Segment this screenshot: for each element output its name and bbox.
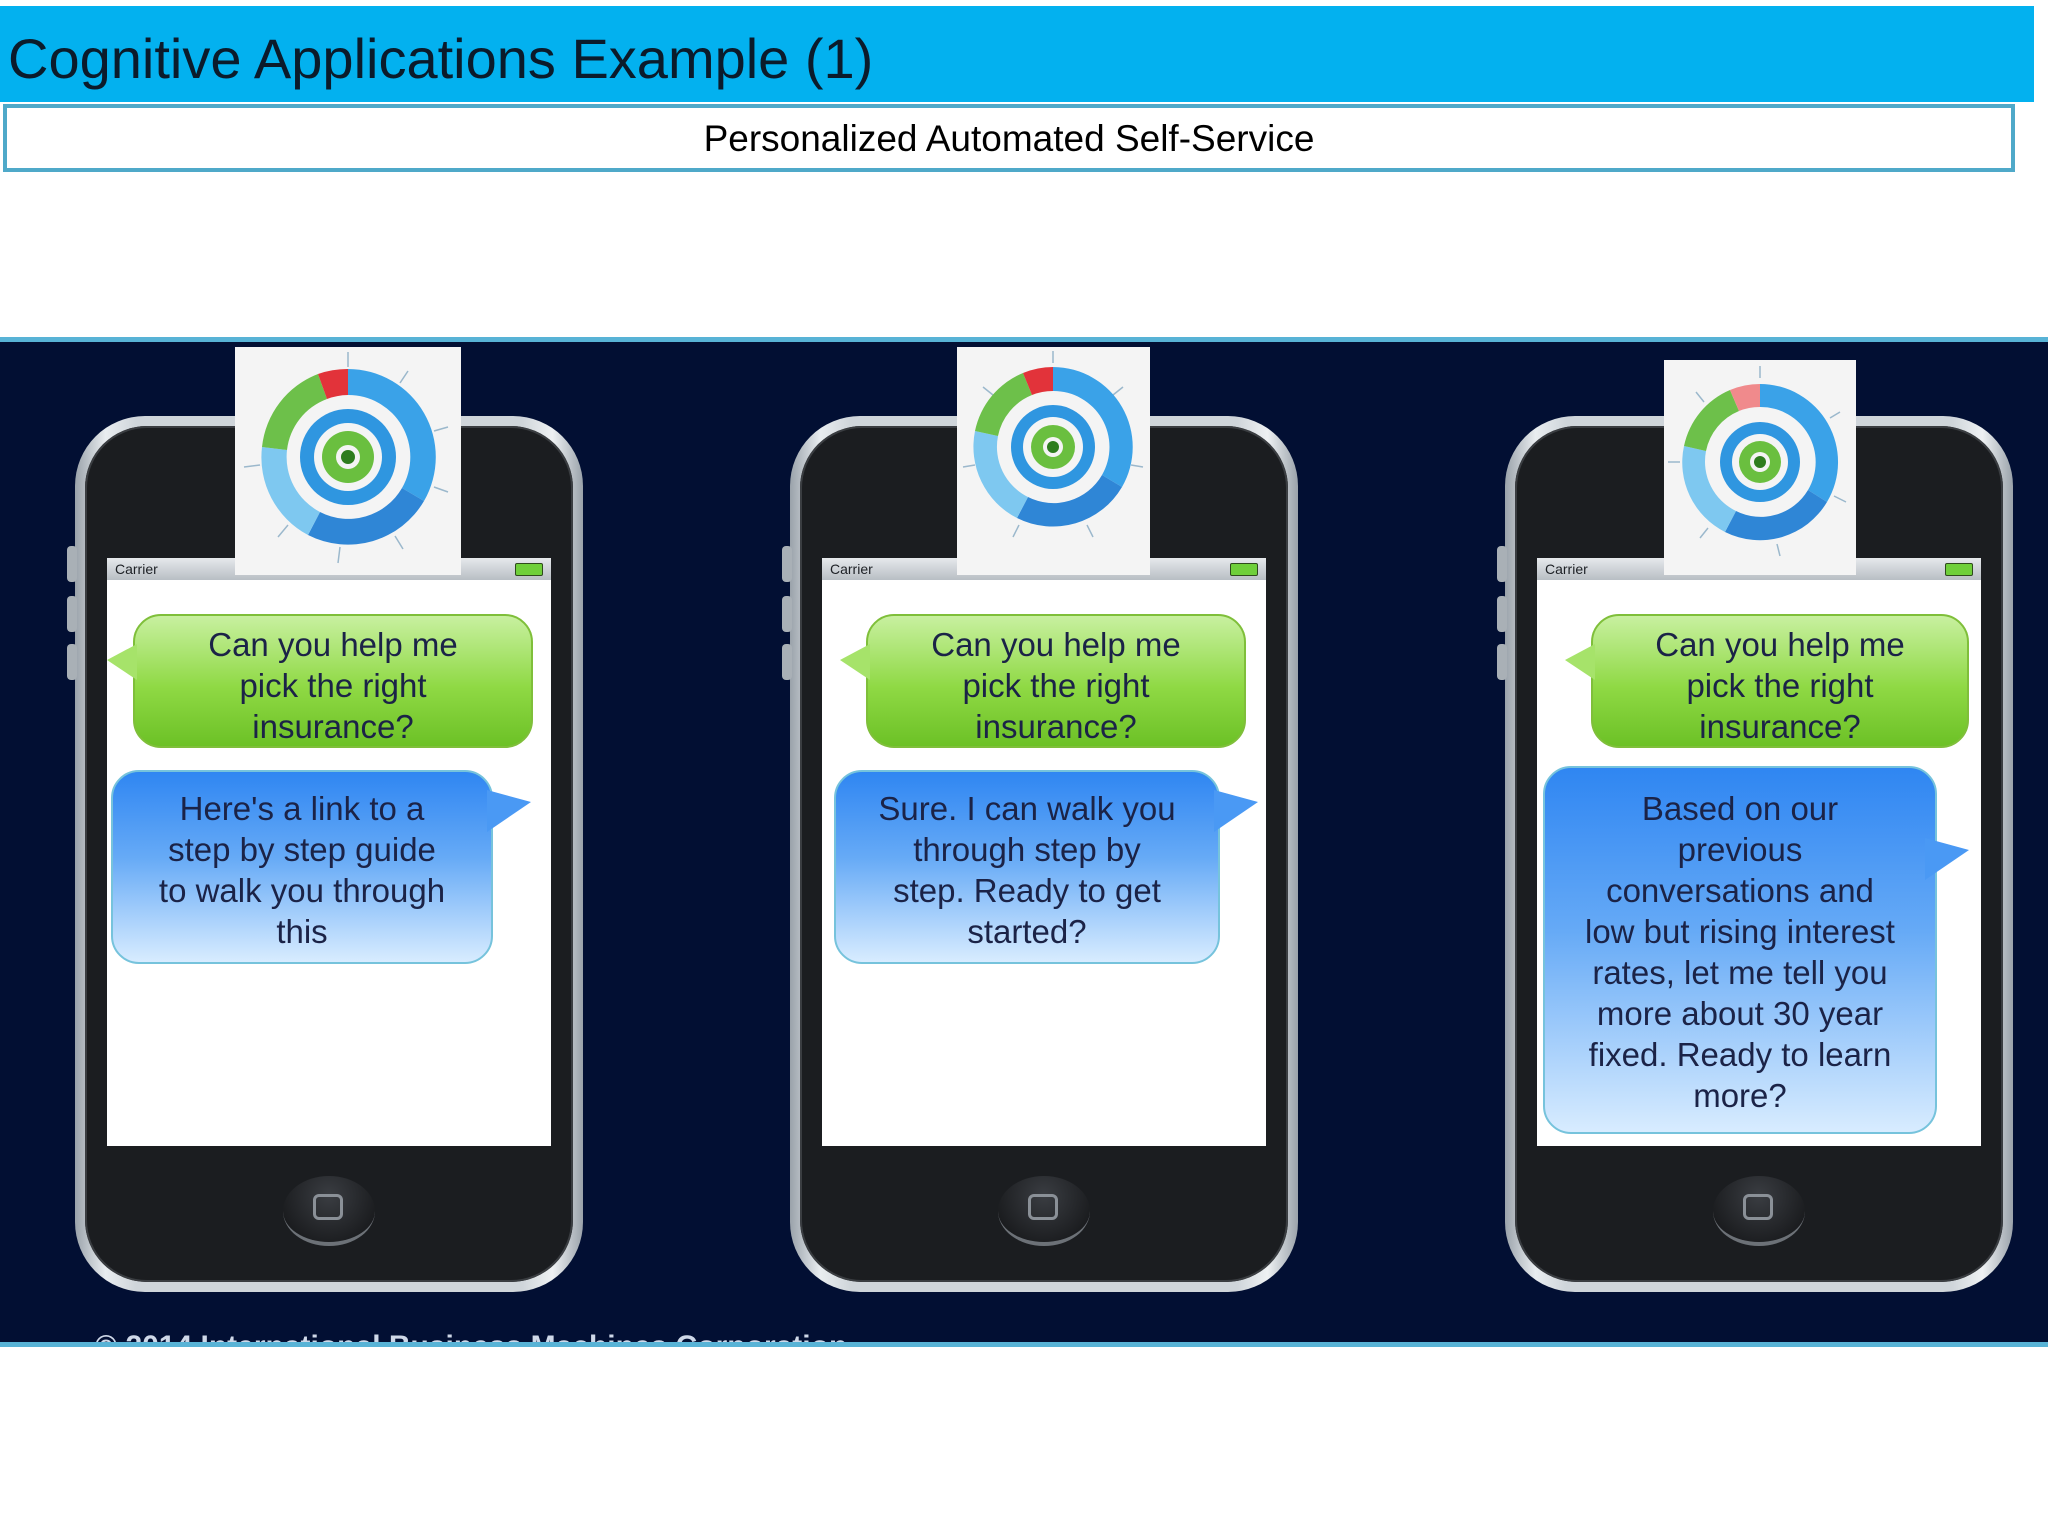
question-line: pick the right bbox=[1686, 667, 1874, 704]
home-square-icon bbox=[1743, 1194, 1773, 1220]
bubble-tail bbox=[1565, 644, 1595, 680]
phone-screen: Carrier Can you help me pick the right i… bbox=[107, 558, 551, 1146]
volume-button bbox=[67, 644, 77, 680]
volume-button bbox=[1497, 596, 1507, 632]
radial-visualization-graphic bbox=[1664, 360, 1856, 575]
phone-screen: Carrier Can you help me pick the right i… bbox=[1537, 558, 1981, 1146]
answer-line: started? bbox=[967, 913, 1087, 950]
volume-button bbox=[782, 644, 792, 680]
home-button[interactable] bbox=[1713, 1176, 1805, 1246]
slide-title: Cognitive Applications Example (1) bbox=[8, 27, 874, 90]
answer-bubble: Based on our previous conversations and … bbox=[1543, 766, 1969, 1134]
question-line: pick the right bbox=[962, 667, 1150, 704]
answer-line: Here's a link to a bbox=[179, 790, 425, 827]
radial-visualization-graphic bbox=[957, 347, 1150, 575]
volume-button bbox=[67, 596, 77, 632]
answer-line: low but rising interest bbox=[1585, 913, 1895, 950]
question-line: insurance? bbox=[252, 708, 414, 745]
question-line: insurance? bbox=[975, 708, 1137, 745]
bubble-tail bbox=[1214, 790, 1258, 832]
question-line: Can you help me bbox=[1655, 626, 1905, 663]
slide-title-bar: Cognitive Applications Example (1) bbox=[0, 6, 2034, 102]
answer-line: previous bbox=[1677, 831, 1803, 868]
subtitle-box: Personalized Automated Self-Service bbox=[3, 104, 2015, 172]
answer-line: more about 30 year bbox=[1596, 995, 1884, 1032]
phone-3: Carrier Can you help me pick the right i… bbox=[1497, 416, 2013, 1292]
bubble-tail bbox=[487, 790, 531, 832]
answer-line: through step by bbox=[913, 831, 1141, 868]
question-bubble: Can you help me pick the right insurance… bbox=[840, 614, 1246, 748]
bubble-tail bbox=[1925, 838, 1969, 880]
radial-visualization-graphic bbox=[235, 347, 461, 575]
question-line: pick the right bbox=[239, 667, 427, 704]
battery-icon bbox=[1945, 563, 1973, 576]
question-line: insurance? bbox=[1699, 708, 1861, 745]
answer-line: step by step guide bbox=[168, 831, 436, 868]
carrier-label: Carrier bbox=[1545, 561, 1588, 577]
carrier-label: Carrier bbox=[830, 561, 873, 577]
volume-button bbox=[782, 546, 792, 582]
volume-button bbox=[1497, 546, 1507, 582]
answer-line: to walk you through bbox=[158, 872, 446, 909]
slide-subtitle: Personalized Automated Self-Service bbox=[703, 118, 1315, 159]
question-line: Can you help me bbox=[208, 626, 458, 663]
answer-line: this bbox=[276, 913, 328, 950]
answer-line: Sure. I can walk you bbox=[878, 790, 1176, 827]
answer-line: more? bbox=[1693, 1077, 1787, 1114]
answer-bubble: Here's a link to a step by step guide to… bbox=[111, 770, 531, 964]
battery-icon bbox=[1230, 563, 1258, 576]
volume-button bbox=[1497, 644, 1507, 680]
answer-line: fixed. Ready to learn bbox=[1588, 1036, 1892, 1073]
radial-visualization-graphic bbox=[1668, 366, 1847, 557]
volume-button bbox=[67, 546, 77, 582]
bubble-tail bbox=[107, 644, 137, 680]
home-square-icon bbox=[313, 1194, 343, 1220]
volume-button bbox=[782, 596, 792, 632]
question-bubble: Can you help me pick the right insurance… bbox=[1565, 614, 1969, 748]
question-line: Can you help me bbox=[931, 626, 1181, 663]
phone-screen: Carrier 11:02 AM Can you help me pick th… bbox=[822, 558, 1266, 1146]
radial-visualization-graphic bbox=[962, 351, 1144, 538]
copyright-text: © 2014 International Business Machines C… bbox=[95, 1330, 848, 1347]
answer-bubble: Sure. I can walk you through step by ste… bbox=[834, 770, 1258, 964]
answer-line: step. Ready to get bbox=[893, 872, 1161, 909]
home-button[interactable] bbox=[283, 1176, 375, 1246]
home-button[interactable] bbox=[998, 1176, 1090, 1246]
battery-icon bbox=[515, 563, 543, 576]
image-panel: Carrier Can you help me pick the right i… bbox=[0, 337, 2048, 1347]
answer-line: rates, let me tell you bbox=[1592, 954, 1888, 991]
radial-visualization-graphic bbox=[243, 352, 449, 564]
home-square-icon bbox=[1028, 1194, 1058, 1220]
carrier-label: Carrier bbox=[115, 561, 158, 577]
answer-line: conversations and bbox=[1606, 872, 1874, 909]
answer-line: Based on our bbox=[1641, 790, 1839, 827]
bubble-tail bbox=[840, 644, 870, 680]
question-bubble: Can you help me pick the right insurance… bbox=[107, 614, 533, 748]
